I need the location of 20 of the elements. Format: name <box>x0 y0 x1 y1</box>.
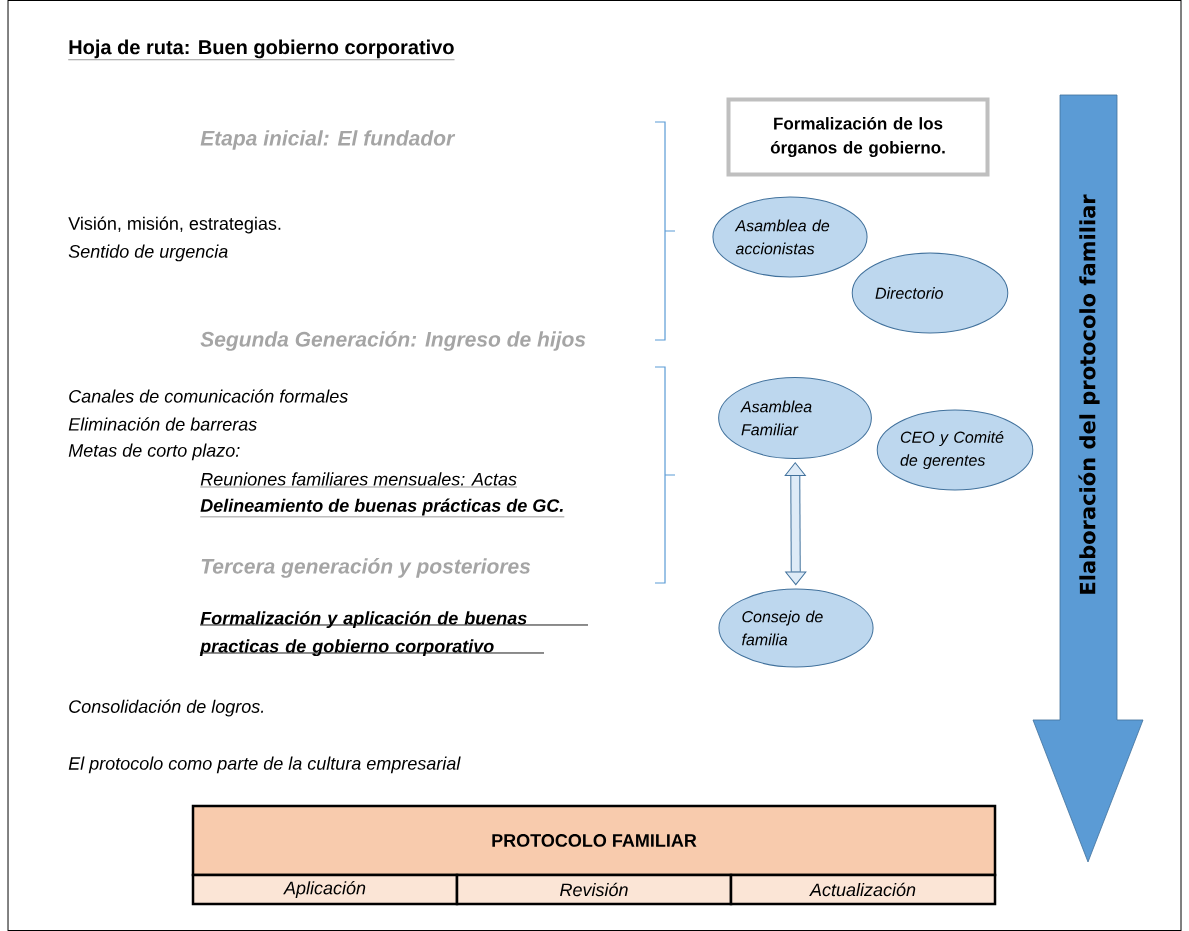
note-text: Consolidación de logros. <box>69 699 264 717</box>
process-box: Formalización de los órganos de gobierno. <box>726 97 990 177</box>
table-cell: Actualización <box>729 873 997 906</box>
stage-heading: Tercera generación y posteriores <box>201 558 531 578</box>
stage-heading: Etapa inicial: El fundador <box>200 130 456 150</box>
note-text: Eliminación de barreras <box>68 417 257 431</box>
double-arrow <box>784 462 807 586</box>
note-text: Metas de corto plazo: <box>68 443 240 461</box>
note-text: Delineamiento de buenas prácticas de GC. <box>200 498 565 518</box>
table-header: PROTOCOLO FAMILIAR <box>191 804 997 877</box>
table-cell: Aplicación <box>191 873 459 906</box>
note-text: Sentido de urgencia <box>68 244 228 262</box>
stage-heading: Segunda Generación: Ingreso de hijos <box>200 331 586 351</box>
note-text: Formalización y aplicación de buenas practicas de gobierno corporativo <box>199 611 589 657</box>
heading: Hoja de ruta: Buen gobierno corporativo <box>68 39 455 60</box>
table-cell: Revisión <box>455 873 733 906</box>
note-text: Visión, misión, estrategias. <box>68 216 281 234</box>
note-text: Reuniones familiares mensuales: Actas <box>200 472 518 488</box>
note-text: Canales de comunicación formales <box>69 389 348 403</box>
note-text: El protocolo como parte de la cultura empresarial <box>68 756 461 774</box>
